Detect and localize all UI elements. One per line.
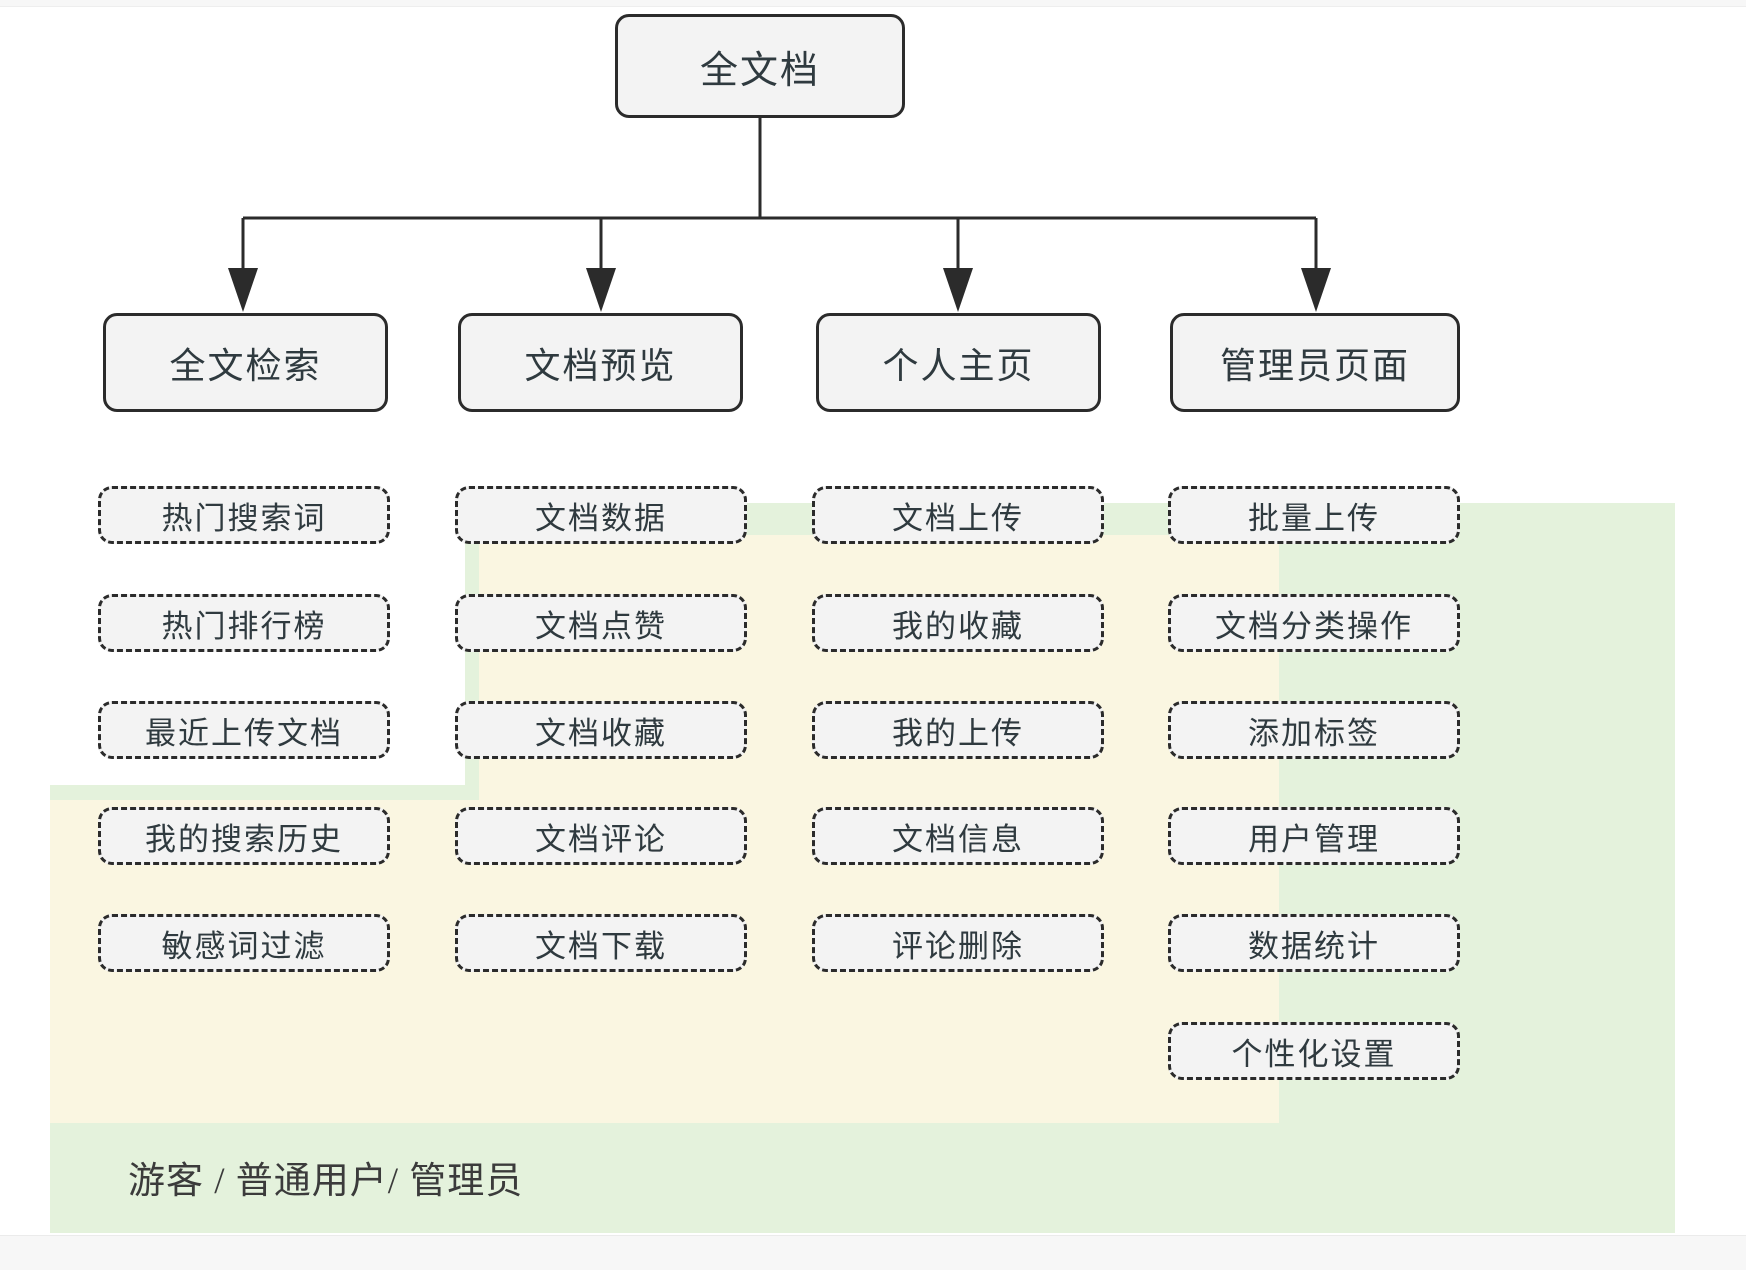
leaf-label: 文档数据: [535, 500, 667, 536]
leaf-label: 最近上传文档: [145, 715, 343, 751]
leaf-document-favorite[interactable]: 文档收藏: [455, 701, 747, 759]
node-root[interactable]: 全文档: [615, 14, 905, 118]
leaf-label: 批量上传: [1248, 500, 1380, 536]
leaf-personalization-settings[interactable]: 个性化设置: [1168, 1022, 1460, 1080]
leaf-label: 敏感词过滤: [161, 928, 327, 964]
leaf-label: 文档收藏: [535, 715, 667, 751]
node-level2-full-text-search[interactable]: 全文检索: [103, 313, 388, 412]
leaf-label: 个性化设置: [1231, 1036, 1397, 1072]
role-legend-label: 游客 / 普通用户/ 管理员: [128, 1161, 524, 1202]
node-level2-label: 全文检索: [169, 344, 322, 386]
page-bottom-strip: [0, 1235, 1746, 1270]
leaf-document-upload[interactable]: 文档上传: [812, 486, 1104, 544]
leaf-hot-search-terms[interactable]: 热门搜索词: [98, 486, 390, 544]
leaf-my-search-history[interactable]: 我的搜索历史: [98, 807, 390, 865]
leaf-document-download[interactable]: 文档下载: [455, 914, 747, 972]
node-level2-personal-homepage[interactable]: 个人主页: [816, 313, 1101, 412]
node-level2-label: 管理员页面: [1219, 344, 1410, 386]
leaf-label: 用户管理: [1248, 821, 1380, 857]
leaf-recent-uploads[interactable]: 最近上传文档: [98, 701, 390, 759]
leaf-batch-upload[interactable]: 批量上传: [1168, 486, 1460, 544]
leaf-label: 我的上传: [892, 715, 1024, 751]
leaf-my-uploads[interactable]: 我的上传: [812, 701, 1104, 759]
leaf-document-info[interactable]: 文档信息: [812, 807, 1104, 865]
leaf-label: 数据统计: [1248, 928, 1380, 964]
leaf-document-category-ops[interactable]: 文档分类操作: [1168, 594, 1460, 652]
leaf-label: 文档评论: [535, 821, 667, 857]
leaf-user-management[interactable]: 用户管理: [1168, 807, 1460, 865]
node-level2-document-preview[interactable]: 文档预览: [458, 313, 743, 412]
leaf-comment-delete[interactable]: 评论删除: [812, 914, 1104, 972]
leaf-sensitive-word-filter[interactable]: 敏感词过滤: [98, 914, 390, 972]
leaf-label: 文档点赞: [535, 608, 667, 644]
leaf-document-like[interactable]: 文档点赞: [455, 594, 747, 652]
leaf-label: 文档下载: [535, 928, 667, 964]
leaf-label: 我的收藏: [892, 608, 1024, 644]
leaf-label: 文档分类操作: [1215, 608, 1413, 644]
leaf-label: 评论删除: [892, 928, 1024, 964]
leaf-label: 热门排行榜: [161, 608, 327, 644]
leaf-hot-ranking[interactable]: 热门排行榜: [98, 594, 390, 652]
leaf-label: 文档上传: [892, 500, 1024, 536]
leaf-my-favorites[interactable]: 我的收藏: [812, 594, 1104, 652]
node-root-label: 全文档: [699, 49, 820, 92]
node-level2-admin-page[interactable]: 管理员页面: [1170, 313, 1460, 412]
leaf-data-statistics[interactable]: 数据统计: [1168, 914, 1460, 972]
leaf-document-data[interactable]: 文档数据: [455, 486, 747, 544]
node-level2-label: 个人主页: [882, 344, 1035, 386]
leaf-add-tag[interactable]: 添加标签: [1168, 701, 1460, 759]
leaf-label: 文档信息: [892, 821, 1024, 857]
page-top-strip: [0, 0, 1746, 7]
leaf-label: 热门搜索词: [161, 500, 327, 536]
leaf-label: 我的搜索历史: [145, 821, 343, 857]
role-legend: 游客 / 普通用户/ 管理员: [128, 1150, 523, 1204]
node-level2-label: 文档预览: [524, 344, 677, 386]
leaf-label: 添加标签: [1248, 715, 1380, 751]
leaf-document-comment[interactable]: 文档评论: [455, 807, 747, 865]
